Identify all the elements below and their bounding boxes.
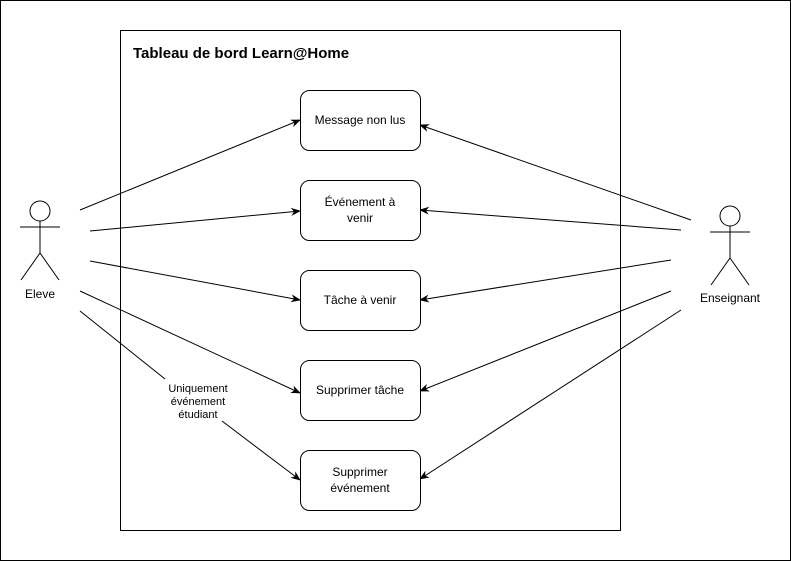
use-case-delete-task-label-line: Supprimer tâche xyxy=(316,383,404,397)
actor-teacher[interactable]: Enseignant xyxy=(700,205,761,305)
use-case-event-box xyxy=(300,180,421,241)
association-student-task xyxy=(89,260,301,303)
use-case-event[interactable]: Événement à venir xyxy=(300,180,421,241)
actor-student-right-leg xyxy=(39,252,60,281)
actor-student[interactable]: Eleve xyxy=(20,200,60,301)
use-case-task-box xyxy=(300,270,421,331)
system-boundary: Tableau de bord Learn@Home xyxy=(120,30,621,531)
system-title: Tableau de bord Learn@Home xyxy=(133,45,349,62)
actor-teacher-right-leg xyxy=(729,257,750,286)
association-teacher-message xyxy=(419,124,692,221)
association-note-line: événement xyxy=(171,396,225,408)
use-case-delete-event-label-line: événement xyxy=(330,481,390,495)
use-case-delete-task-box xyxy=(300,360,421,421)
associations-layer xyxy=(79,119,692,481)
use-case-message[interactable]: Message non lus xyxy=(300,90,421,151)
association-teacher-delete-event xyxy=(419,309,682,480)
association-teacher-delete-task xyxy=(419,290,672,392)
use-case-task-label-line: Tâche à venir xyxy=(324,293,397,307)
use-case-delete-event-label-line: Supprimer xyxy=(332,465,387,479)
actor-student-label: Eleve xyxy=(25,287,55,301)
association-student-event xyxy=(89,207,301,232)
association-teacher-event xyxy=(419,206,682,231)
association-student-delete-event-segment-a xyxy=(79,310,166,380)
use-case-delete-task[interactable]: Supprimer tâche xyxy=(300,360,421,421)
use-case-task[interactable]: Tâche à venir xyxy=(300,270,421,331)
actor-teacher-head xyxy=(719,205,741,227)
system-boundary-box xyxy=(120,30,621,531)
use-case-event-label-line: Événement à xyxy=(325,194,396,209)
association-note-line: Uniquement xyxy=(168,383,227,395)
association-teacher-task xyxy=(419,259,672,303)
actor-student-head xyxy=(29,200,51,222)
use-case-message-label-line: Message non lus xyxy=(315,113,406,127)
use-case-delete-event[interactable]: Supprimer événement xyxy=(300,450,421,511)
association-student-delete-event-segment-b xyxy=(221,420,301,481)
actor-teacher-left-leg xyxy=(710,257,731,286)
use-case-message-box xyxy=(300,90,421,151)
association-student-message xyxy=(79,119,301,211)
association-student-delete-task xyxy=(79,290,301,394)
use-case-event-label-line: venir xyxy=(347,211,373,225)
association-note-line: étudiant xyxy=(178,409,217,421)
use-case-delete-event-box xyxy=(300,450,421,511)
actor-teacher-label: Enseignant xyxy=(700,291,761,305)
actor-student-left-leg xyxy=(20,252,41,281)
